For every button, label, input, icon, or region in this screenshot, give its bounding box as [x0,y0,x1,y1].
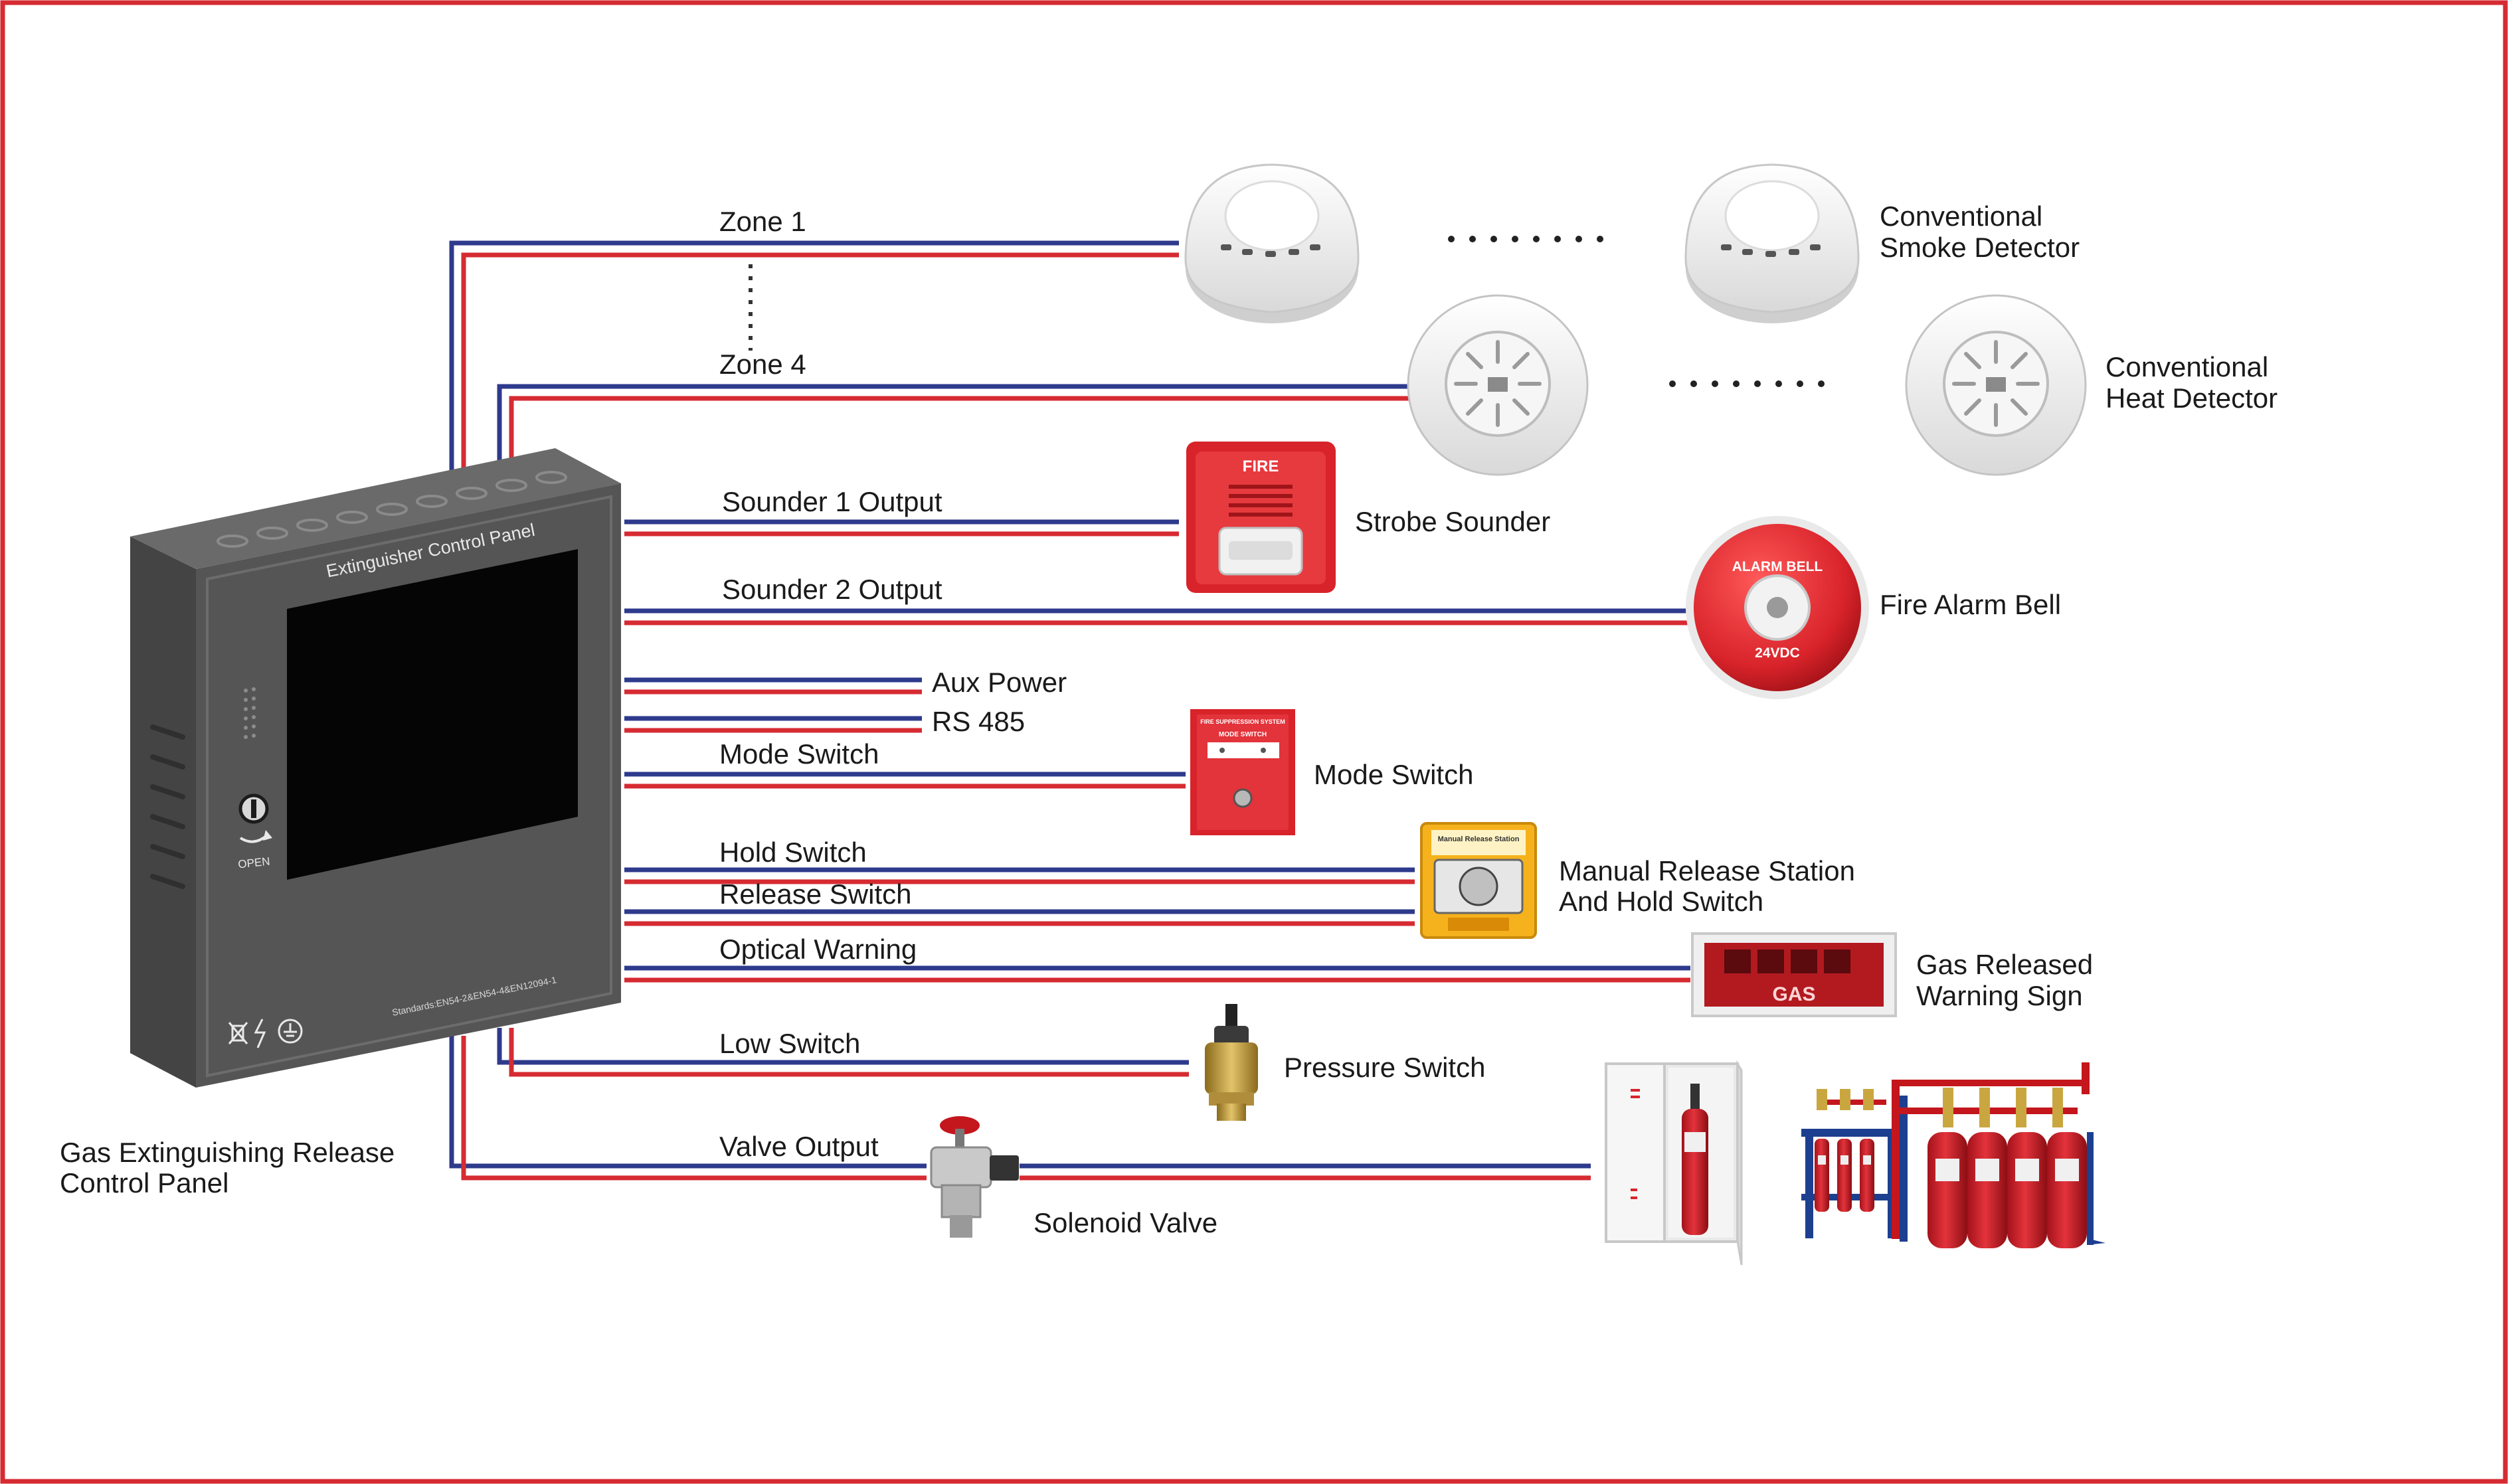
control-panel: Extinguisher Control Panel OPEN Standard… [130,448,621,1088]
cabinet-cylinder-unit [1605,1060,1743,1266]
label-zone1: Zone 1 [719,206,806,237]
solenoid-valve [930,1116,1019,1238]
fire-alarm-bell-label: Fire Alarm Bell [1880,589,2061,620]
label-release-switch: Release Switch [719,878,911,910]
bell-bottom-text: 24VDC [1755,645,1800,661]
strobe-sounder-face-text: FIRE [1243,457,1279,475]
label-mode-switch-wire: Mode Switch [719,738,879,770]
pressure-switch [1205,1004,1258,1121]
strobe-sounder-label: Strobe Sounder [1355,506,1550,537]
label-valve-output: Valve Output [719,1131,879,1162]
solenoid-valve-label: Solenoid Valve [1033,1207,1217,1238]
label-rs485: RS 485 [932,706,1025,737]
label-aux-power: Aux Power [932,667,1067,698]
heat-detector-label-line1: Conventional [2105,351,2268,382]
pressure-switch-label: Pressure Switch [1284,1052,1485,1083]
panel-caption-line2: Control Panel [60,1167,228,1198]
strobe-sounder: FIRE [1186,442,1336,593]
panel-top-face [130,448,621,569]
heat-detector-label-line2: Heat Detector [2105,382,2278,414]
panel-front-bevel [206,495,612,1078]
manual-release-label-line1: Manual Release Station [1559,855,1855,886]
wire-low-red [509,1028,1189,1077]
heat-detector-1 [1407,294,1589,476]
gas-released-warning-sign: GAS [1691,932,1897,1017]
wire-zone1-blue [449,240,1179,481]
panel-display-screen [287,549,578,880]
panel-lock-slot [251,799,256,818]
wire-low-blue [497,1028,1189,1065]
label-optical-warning: Optical Warning [719,934,917,965]
panel-caption-line1: Gas Extinguishing Release [60,1137,395,1168]
fire-alarm-bell: ALARM BELL 24VDC [1686,516,1869,699]
mode-switch-device: FIRE SUPPRESSION SYSTEM MODE SWITCH [1190,709,1295,835]
label-low-switch: Low Switch [719,1028,860,1059]
mode-box-sub: MODE SWITCH [1219,731,1267,738]
cylinder-bank-system [1801,1062,2105,1248]
label-sounder1: Sounder 1 Output [722,486,942,517]
mode-switch-label: Mode Switch [1314,759,1473,790]
panel-open-label: OPEN [237,855,270,871]
bell-top-text: ALARM BELL [1732,559,1823,574]
wire-zone4-red [509,396,1415,481]
gas-sign-label-line2: Warning Sign [1916,980,2083,1011]
wiring [449,240,1690,1181]
heat-detector-2 [1905,294,2087,476]
label-zone4: Zone 4 [719,349,806,380]
mode-box-title: FIRE SUPPRESSION SYSTEM [1200,718,1285,725]
label-sounder2: Sounder 2 Output [722,574,942,605]
label-hold-switch: Hold Switch [719,837,867,868]
wire-valve-in-blue [449,1036,927,1169]
smoke-detector-2 [1684,163,1860,323]
smoke-detector-label-line2: Smoke Detector [1880,232,2080,263]
wire-zone4-blue [497,384,1415,481]
smoke-detector-1 [1184,163,1360,323]
panel-open-arrow-head [263,830,272,841]
smoke-detector-label-line1: Conventional [1880,201,2042,232]
panel-knockouts [217,471,567,548]
weee-bin-icon [231,1025,244,1042]
manual-release-label-line2: And Hold Switch [1559,886,1763,917]
ground-icon [278,1019,303,1044]
wire-valve-in-red [461,1036,927,1181]
lightning-icon [254,1019,266,1048]
panel-compliance-icons [228,1019,303,1048]
manual-box-title: Manual Release Station [1438,835,1520,843]
gas-sign-label-line1: Gas Released [1916,949,2093,980]
manual-release-station: Manual Release Station [1420,822,1537,939]
panel-speaker-grille [244,687,256,739]
panel-side-vents [150,724,185,889]
heat-detector-ellipsis [1669,380,1825,387]
smoke-detector-ellipsis [1448,236,1603,242]
gas-sign-face-text: GAS [1772,983,1815,1005]
wire-zone1-red [461,252,1179,481]
panel-side-face [130,536,196,1088]
